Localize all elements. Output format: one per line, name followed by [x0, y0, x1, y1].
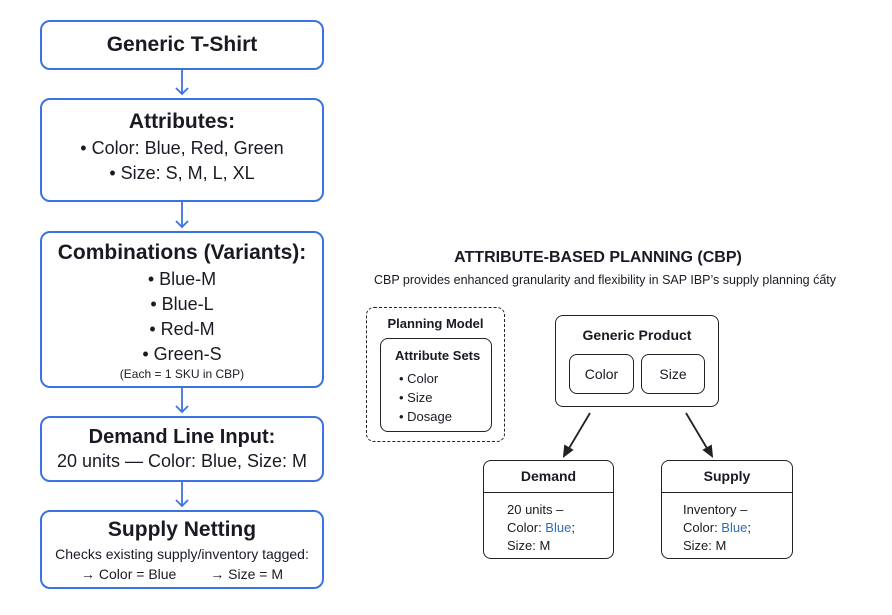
supply-netting-box: Supply Netting Checks existing supply/in…	[40, 510, 324, 589]
variant-item: • Blue-M	[147, 269, 217, 289]
attribute-item: • Color: Blue, Red, Green	[80, 138, 284, 158]
tag-color: → Color = Blue	[81, 566, 177, 582]
demand-color-label: Color:	[507, 520, 546, 535]
size-attribute-box: Size	[641, 354, 705, 394]
tag-size: → Size = M	[210, 566, 283, 582]
color-attribute-box: Color	[569, 354, 634, 394]
supply-box: Supply Inventory – Color: Blue; Size: M	[661, 460, 793, 559]
demand-line1: 20 units –	[507, 502, 564, 517]
supply-color-end: ;	[747, 520, 751, 535]
supply-size: Size: M	[683, 538, 727, 553]
demand-color-value: Blue	[545, 520, 572, 535]
supply-color-value: Blue	[721, 520, 748, 535]
attribute-set-item: • Dosage	[399, 409, 452, 424]
demand-color-end: ;	[571, 520, 575, 535]
attribute-item: • Size: S, M, L, XL	[109, 163, 255, 183]
supply-line1: Inventory –	[683, 502, 748, 517]
demand-title: Demand	[484, 461, 613, 493]
attributes-title: Attributes:	[128, 110, 236, 133]
cbp-subtitle: CBP provides enhanced granularity and fl…	[373, 273, 837, 287]
supply-netting-text: Checks existing supply/inventory tagged:	[55, 546, 309, 562]
supply-netting-title: Supply Netting	[107, 518, 257, 541]
attribute-sets-title: Attribute Sets	[395, 348, 481, 363]
supply-title: Supply	[662, 461, 792, 493]
cbp-title: ATTRIBUTE-BASED PLANNING (CBP)	[454, 249, 742, 266]
demand-input-box: Demand Line Input: 20 units — Color: Blu…	[40, 416, 324, 482]
demand-box: Demand 20 units – Color: Blue; Size: M	[483, 460, 614, 559]
supply-color-label: Color:	[683, 520, 722, 535]
variant-item: • Blue-L	[150, 294, 214, 314]
demand-size: Size: M	[507, 538, 551, 553]
demand-input-title: Demand Line Input:	[88, 426, 276, 448]
generic-product-box: Generic Product	[555, 315, 719, 407]
variant-item: • Green-S	[142, 344, 222, 364]
attribute-sets-box: Attribute Sets • Color • Size • Dosage	[380, 338, 492, 432]
variant-item: • Red-M	[149, 319, 215, 339]
generic-title: Generic T-Shirt	[106, 33, 258, 56]
generic-tshirt-box: Generic T-Shirt	[40, 20, 324, 70]
sku-note: (Each = 1 SKU in CBP)	[119, 367, 245, 381]
planning-model-title: Planning Model	[387, 316, 484, 331]
generic-product-title: Generic Product	[582, 327, 692, 343]
attribute-set-item: • Size	[399, 390, 433, 405]
attribute-set-item: • Color	[399, 371, 439, 386]
demand-input-text: 20 units — Color: Blue, Size: M	[56, 451, 308, 471]
planning-model-box: Planning Model	[366, 307, 505, 442]
combinations-box: Combinations (Variants): • Blue-M • Blue…	[40, 231, 324, 388]
combinations-title: Combinations (Variants):	[57, 241, 307, 264]
attributes-box: Attributes: • Color: Blue, Red, Green • …	[40, 98, 324, 202]
